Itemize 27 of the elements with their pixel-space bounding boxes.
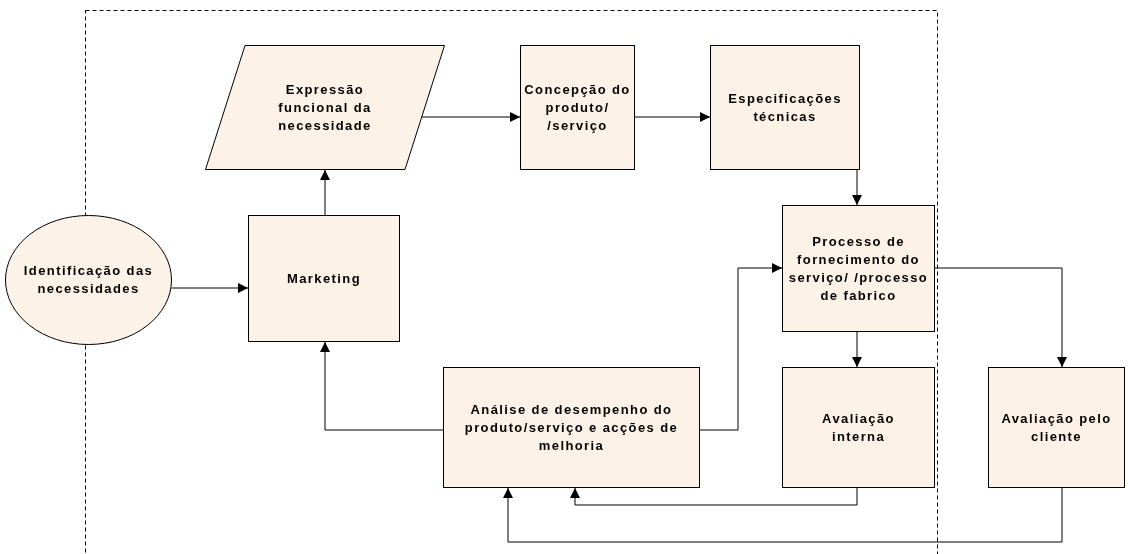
arrow — [170, 283, 249, 293]
arrow — [634, 112, 711, 122]
process-box — [782, 205, 935, 332]
arrow — [320, 169, 330, 216]
node-label: Marketing — [287, 269, 361, 288]
node-label: Concepção do produto/ /serviço — [523, 80, 632, 135]
node-label: Expressão funcional da necessidade — [277, 80, 373, 135]
node-label: Análise de desempenho do produto/serviço e acções de melhoria — [463, 400, 680, 455]
arrow — [852, 169, 862, 206]
node-label: Identificação das necessidades — [22, 262, 155, 298]
process-box — [248, 215, 400, 342]
arrow — [852, 331, 862, 368]
arrow — [503, 487, 1063, 543]
process-box — [520, 45, 635, 170]
arrow — [320, 341, 444, 431]
arrow — [699, 263, 783, 431]
process-box — [782, 367, 935, 488]
arrow — [570, 487, 858, 506]
process-box — [988, 367, 1125, 488]
process-box — [710, 45, 860, 170]
process-box — [443, 367, 700, 488]
node-label: Especificações técnicas — [727, 89, 843, 126]
arrow — [421, 112, 521, 122]
arrow — [934, 267, 1067, 368]
node-label: Avaliação interna — [821, 409, 896, 446]
node-label: Processo de fornecimento do serviço/ /processo de fabrico — [788, 232, 929, 305]
node-label: Avaliação pelo cliente — [1000, 409, 1113, 446]
